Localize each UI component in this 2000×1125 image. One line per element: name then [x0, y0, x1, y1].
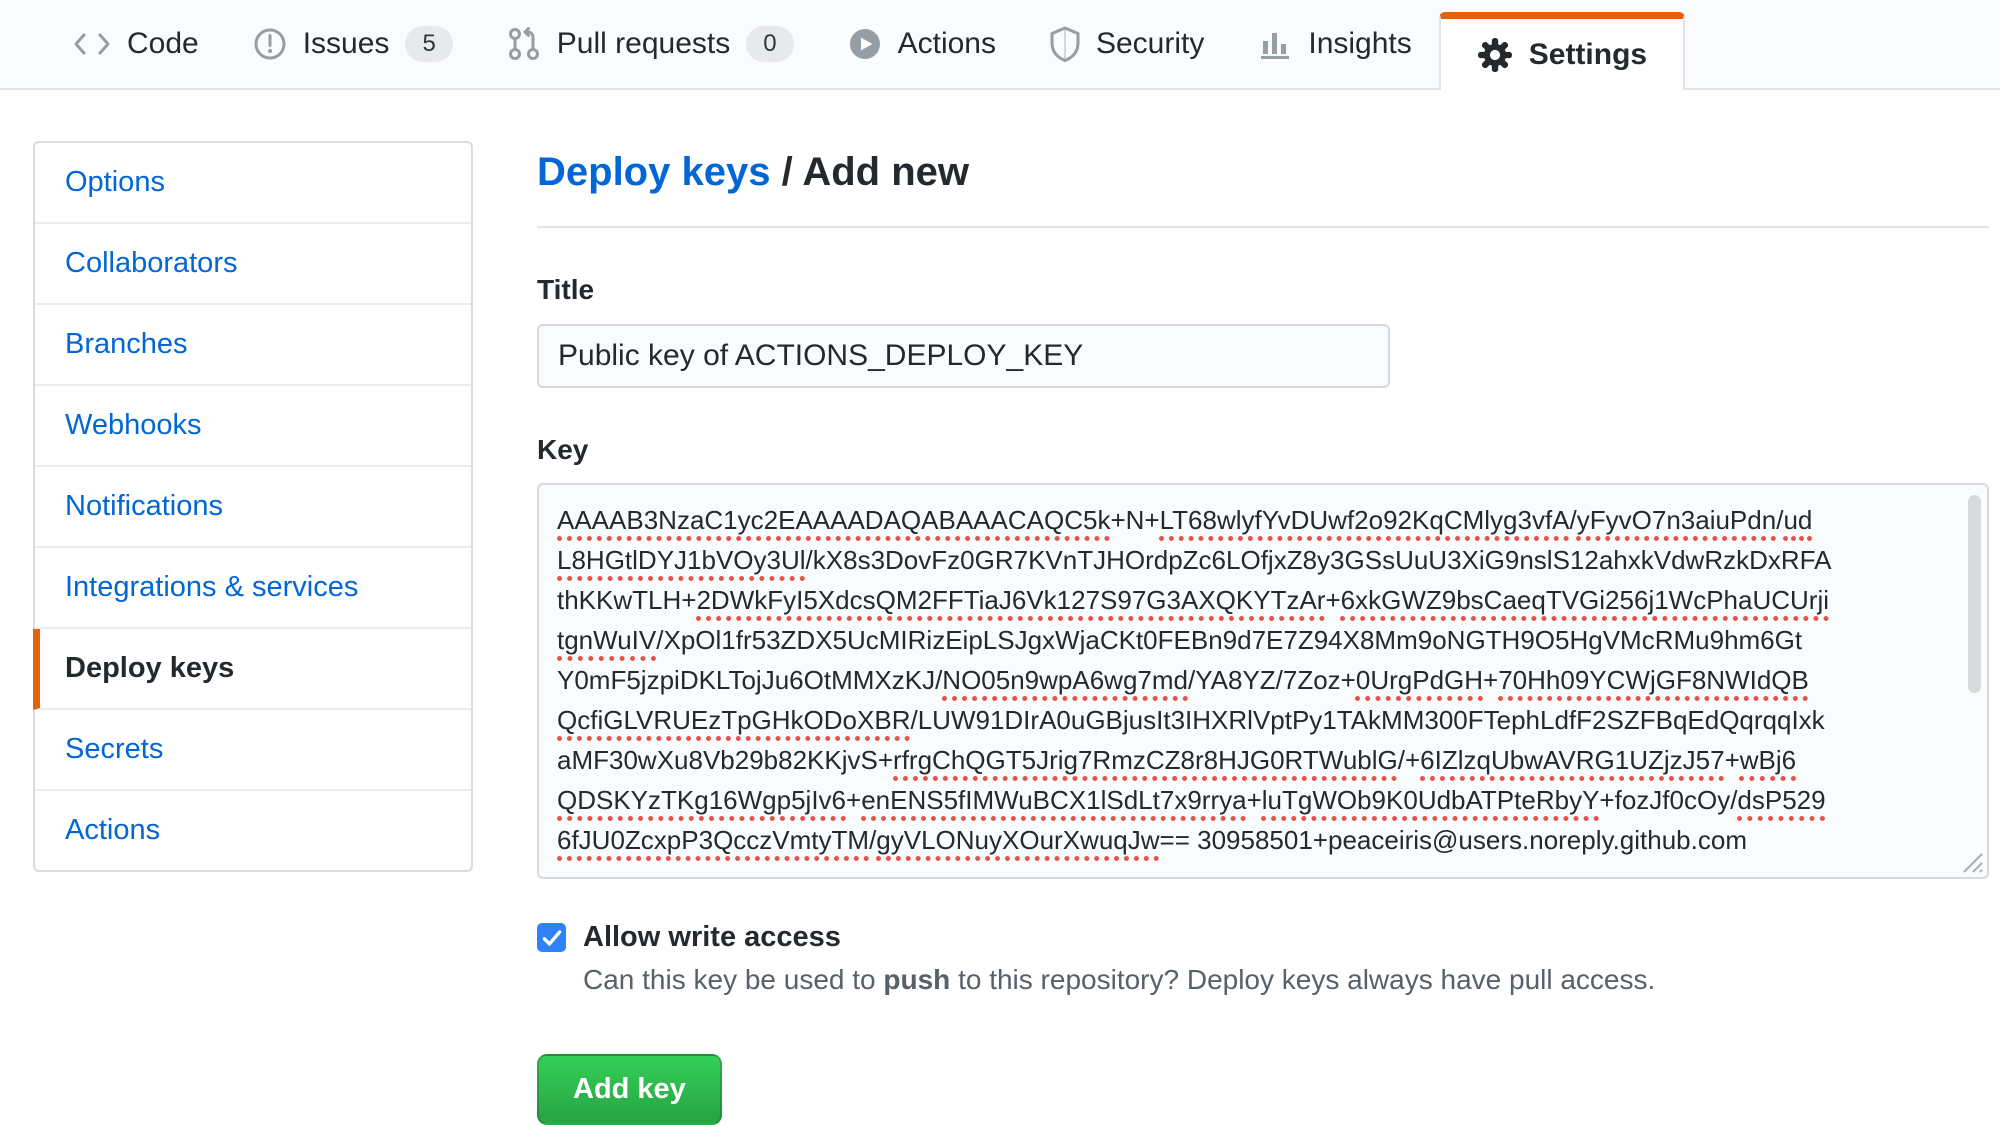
sidebar-item-label: Secrets: [65, 733, 164, 765]
sidebar-item-label: Integrations & services: [65, 571, 359, 603]
key-line: 6fJU0ZcxpP3QcczVmtyTM/gyVLONuyXOurXwuqJw…: [557, 825, 1747, 855]
tab-actions[interactable]: Actions: [821, 0, 1023, 88]
sidebar-item[interactable]: Secrets: [35, 710, 471, 791]
sidebar-item[interactable]: Integrations & services: [35, 548, 471, 629]
code-icon: [73, 30, 111, 58]
allow-write-help: Can this key be used to push to this rep…: [583, 964, 1989, 996]
tab-label: Code: [127, 27, 199, 60]
tab-label: Pull requests: [556, 27, 731, 60]
tab-code[interactable]: Code: [46, 0, 226, 88]
scrollbar-thumb[interactable]: [1968, 495, 1981, 693]
repo-nav: Code Issues 5 Pull requests 0 Actions Se…: [0, 0, 2000, 90]
key-line: L8HGtlDYJ1bVOy3Ul/kX8s3DovFz0GR7KVnTJHOr…: [557, 545, 1832, 575]
tab-label: Insights: [1308, 27, 1412, 60]
gear-icon: [1477, 37, 1513, 73]
sidebar-item-label: Collaborators: [65, 247, 238, 279]
key-line: QcfiGLVRUEzTpGHkODoXBR/LUW91DIrA0uGBjusI…: [557, 705, 1825, 735]
breadcrumb: Deploy keys / Add new: [537, 148, 1989, 228]
git-pull-request-icon: [507, 27, 541, 61]
key-line: AAAAB3NzaC1yc2EAAAADAQABAAACAQC5k+N+LT68…: [557, 505, 1813, 535]
key-line: thKKwTLH+2DWkFyI5XdcsQM2FFTiaJ6Vk127S97G…: [557, 585, 1830, 615]
tab-insights[interactable]: Insights: [1231, 0, 1438, 88]
breadcrumb-deploy-keys-link[interactable]: Deploy keys: [537, 150, 771, 194]
sidebar-item[interactable]: Notifications: [35, 467, 471, 548]
tab-label: Security: [1095, 27, 1205, 60]
allow-write-checkbox[interactable]: [537, 923, 566, 952]
allow-write-label[interactable]: Allow write access: [583, 921, 841, 953]
key-textarea-text: AAAAB3NzaC1yc2EAAAADAQABAAACAQC5k+N+LT68…: [557, 500, 1969, 860]
play-circle-icon: [848, 27, 882, 61]
tab-pull-requests[interactable]: Pull requests 0: [480, 0, 821, 88]
key-line: Y0mF5jzpiDKLTojJu6OtMMXzKJ/NO05n9wpA6wg7…: [557, 665, 1809, 695]
allow-write-row: Allow write access: [537, 921, 1989, 954]
issues-count-badge: 5: [405, 25, 453, 63]
resize-grip-icon[interactable]: [1960, 850, 1984, 874]
sidebar-item-label: Actions: [65, 814, 161, 846]
sidebar-item[interactable]: Deploy keys: [33, 629, 471, 710]
help-text-bold: push: [883, 964, 951, 995]
sidebar-item-label: Notifications: [65, 490, 223, 522]
tab-label: Actions: [897, 27, 996, 60]
sidebar-item[interactable]: Options: [35, 143, 471, 224]
sidebar-item[interactable]: Webhooks: [35, 386, 471, 467]
tab-security[interactable]: Security: [1023, 0, 1231, 88]
tab-settings[interactable]: Settings: [1438, 12, 1686, 90]
tab-issues[interactable]: Issues 5: [226, 0, 480, 88]
issue-opened-icon: [253, 27, 287, 61]
title-input[interactable]: [537, 324, 1390, 388]
page-title: Add new: [802, 150, 969, 194]
sidebar-item-label: Branches: [65, 328, 188, 360]
sidebar-item-label: Deploy keys: [65, 652, 235, 684]
key-textarea[interactable]: AAAAB3NzaC1yc2EAAAADAQABAAACAQC5k+N+LT68…: [537, 483, 1989, 879]
graph-icon: [1258, 28, 1292, 60]
pull-requests-count-badge: 0: [746, 25, 794, 63]
help-text: to this repository? Deploy keys always h…: [950, 964, 1656, 995]
main-content: Deploy keys / Add new Title Key AAAAB3Nz…: [537, 148, 1989, 1125]
key-line: QDSKYzTKg16Wgp5jIv6+enENS5fIMWuBCX1lSdLt…: [557, 785, 1826, 815]
title-label: Title: [537, 274, 595, 305]
breadcrumb-separator: /: [770, 150, 803, 194]
help-text: Can this key be used to: [583, 964, 884, 995]
settings-menu: Options Collaborators Branches Webhooks …: [33, 141, 473, 872]
shield-icon: [1050, 26, 1080, 62]
sidebar-item[interactable]: Actions: [35, 791, 471, 870]
key-line: aMF30wXu8Vb29b82KKjvS+rfrgChQGT5Jrig7Rmz…: [557, 745, 1797, 775]
sidebar-item[interactable]: Collaborators: [35, 224, 471, 305]
tab-label: Issues: [302, 27, 390, 60]
sidebar-item-label: Options: [65, 166, 165, 198]
sidebar-item[interactable]: Branches: [35, 305, 471, 386]
tab-label: Settings: [1528, 37, 1648, 71]
key-label: Key: [537, 434, 589, 465]
check-icon: [542, 929, 561, 946]
key-line: tgnWuIV/XpOl1fr53ZDX5UcMIRizEipLSJgxWjaC…: [557, 625, 1803, 655]
sidebar-item-label: Webhooks: [65, 409, 202, 441]
